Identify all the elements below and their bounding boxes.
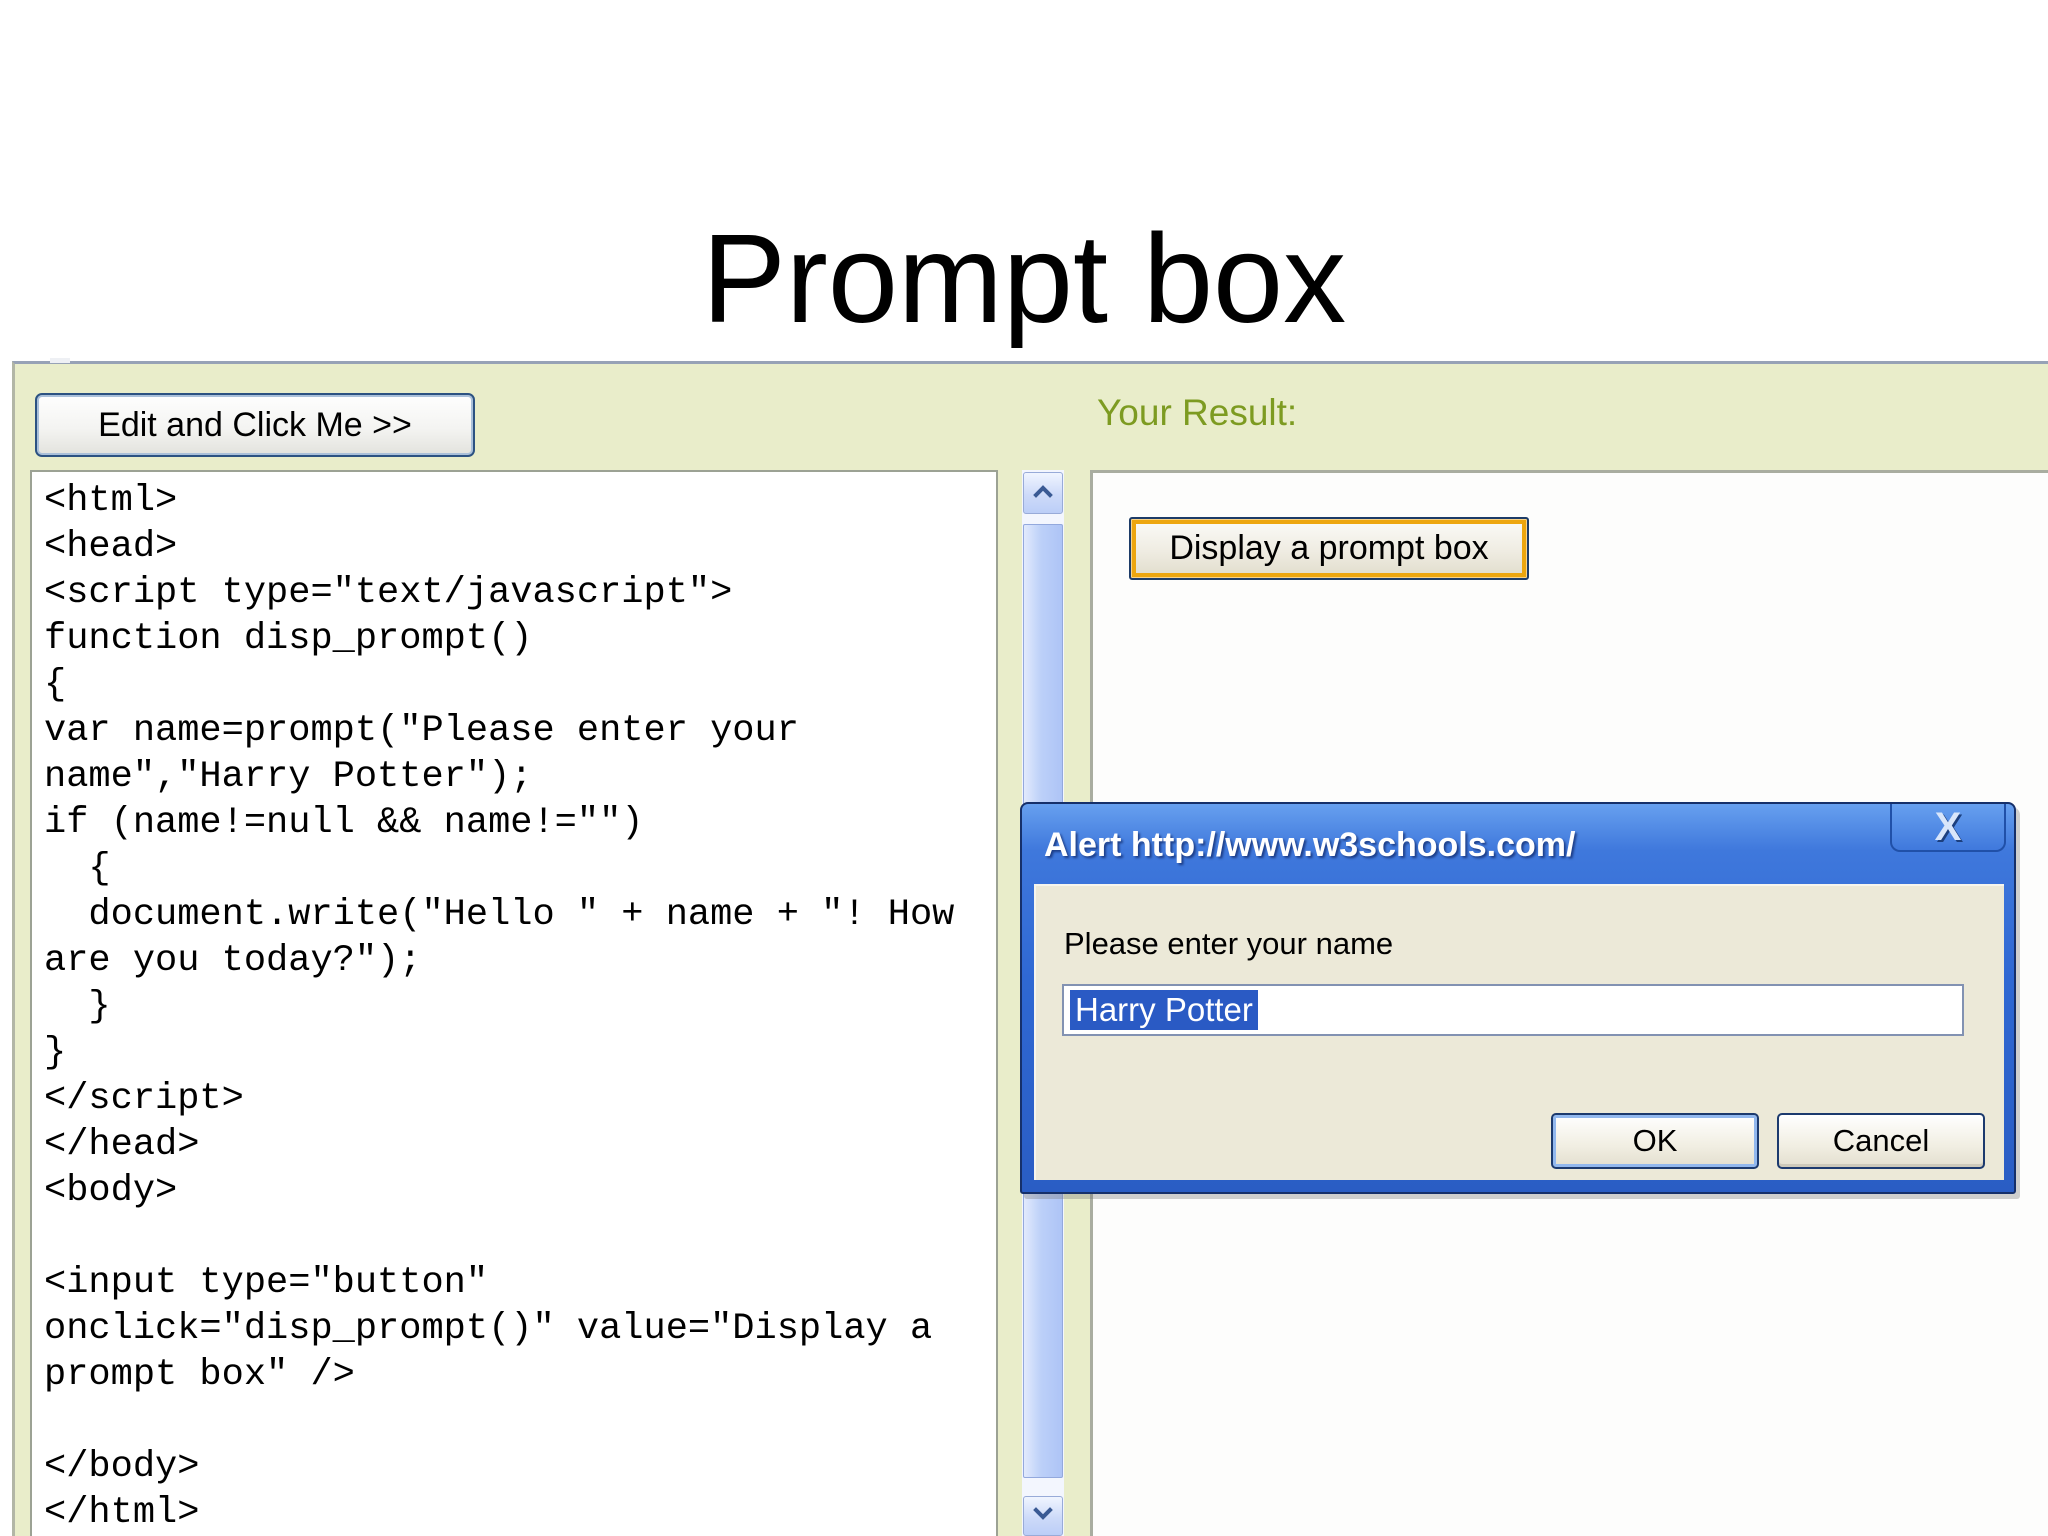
dialog-titlebar[interactable]: Alert http://www.w3schools.com/ xyxy=(1044,826,1576,864)
edit-and-click-me-label: Edit and Click Me >> xyxy=(98,405,412,444)
chevron-down-icon xyxy=(1033,1506,1053,1526)
display-prompt-box-label: Display a prompt box xyxy=(1169,529,1489,567)
dialog-close-button[interactable]: X xyxy=(1890,804,2006,852)
source-code: <html> <head> <script type="text/javascr… xyxy=(44,480,955,1534)
chevron-up-icon xyxy=(1033,484,1053,503)
prompt-text-input[interactable]: Harry Potter xyxy=(1062,984,1964,1036)
cancel-label: Cancel xyxy=(1832,1123,1930,1158)
selected-input-text: Harry Potter xyxy=(1066,990,1258,1030)
ok-button[interactable]: OK xyxy=(1551,1113,1759,1169)
close-x-icon: X xyxy=(1934,804,1962,849)
cancel-button[interactable]: Cancel xyxy=(1777,1113,1985,1169)
ok-label: OK xyxy=(1632,1123,1678,1158)
page-title: Prompt box xyxy=(701,208,1347,350)
edit-and-click-me-button[interactable]: Edit and Click Me >> xyxy=(35,393,475,457)
prompt-dialog: Alert http://www.w3schools.com/ X Please… xyxy=(1020,802,2016,1194)
panel-top-notch xyxy=(50,358,70,363)
scroll-down-button[interactable] xyxy=(1023,1496,1063,1536)
display-prompt-box-button[interactable]: Display a prompt box xyxy=(1129,517,1529,580)
scroll-up-button[interactable] xyxy=(1023,472,1063,514)
your-result-label: Your Result: xyxy=(1097,392,1298,433)
prompt-message: Please enter your name xyxy=(1064,926,1394,961)
code-textarea[interactable]: <html> <head> <script type="text/javascr… xyxy=(30,470,998,1536)
